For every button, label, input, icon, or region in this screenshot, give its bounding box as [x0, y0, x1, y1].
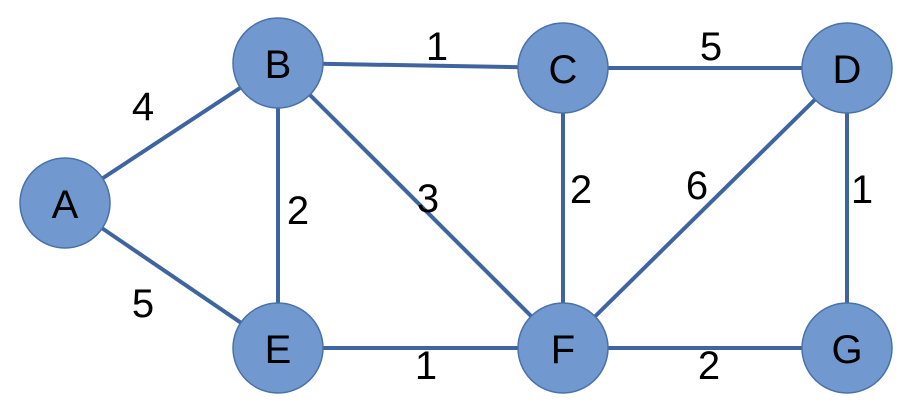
edge-d-f: [561, 66, 849, 350]
edges-layer: [63, 61, 849, 350]
edge-b-f: [276, 61, 565, 350]
edge-weight-c-d: 5: [700, 25, 722, 69]
node-b: B: [232, 17, 324, 109]
nodes-layer: A B C D E F G: [19, 17, 893, 394]
node-circle-f: [517, 302, 609, 394]
node-circle-e: [232, 302, 324, 394]
node-d: D: [801, 22, 893, 114]
edge-weight-f-g: 2: [698, 344, 720, 388]
node-circle-g: [801, 302, 893, 394]
node-label-a: A: [52, 183, 79, 227]
node-label-g: G: [831, 328, 862, 372]
edge-weight-d-f: 6: [686, 164, 708, 208]
edge-weight-b-c: 1: [426, 25, 448, 69]
weights-layer: 4 5 1 2 3 5 2 6 1 1 2: [132, 25, 873, 388]
edge-weight-e-f: 1: [415, 344, 437, 388]
edge-weight-a-b: 4: [132, 85, 154, 129]
edge-b-c: [277, 61, 564, 70]
node-label-d: D: [833, 48, 862, 92]
node-circle-b: [232, 17, 324, 109]
edge-weight-c-f: 2: [570, 168, 592, 212]
node-label-c: C: [549, 48, 578, 92]
edge-weight-a-e: 5: [132, 282, 154, 326]
node-circle-c: [517, 22, 609, 114]
node-e: E: [232, 302, 324, 394]
edge-weight-d-g: 1: [851, 168, 873, 212]
node-circle-d: [801, 22, 893, 114]
node-a: A: [19, 157, 111, 249]
node-g: G: [801, 302, 893, 394]
edge-weight-b-e: 2: [287, 189, 309, 233]
node-label-e: E: [265, 328, 292, 372]
node-circle-a: [19, 157, 111, 249]
node-label-f: F: [551, 328, 575, 372]
node-label-b: B: [265, 43, 292, 87]
node-f: F: [517, 302, 609, 394]
edge-weight-b-f: 3: [417, 177, 439, 221]
node-c: C: [517, 22, 609, 114]
